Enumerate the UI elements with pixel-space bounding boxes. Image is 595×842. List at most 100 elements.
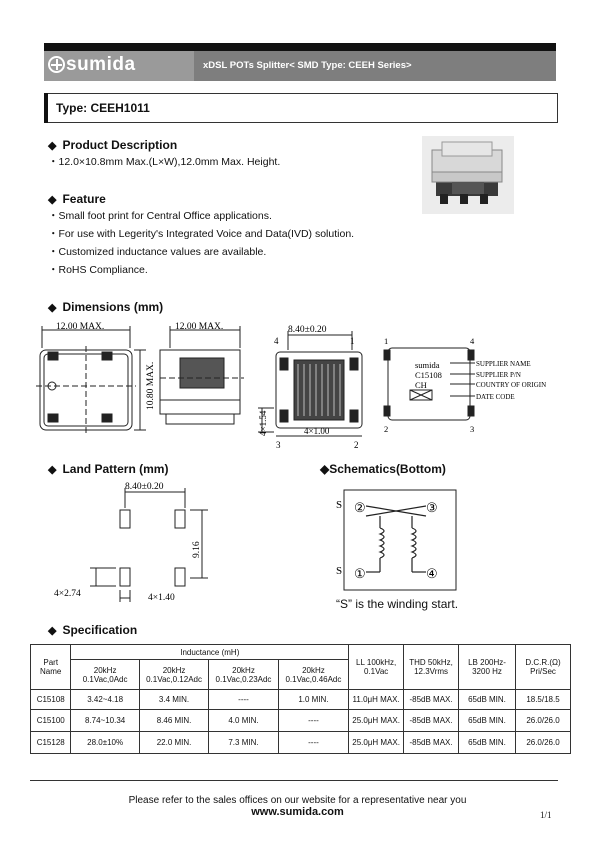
marking-origin: CH	[415, 380, 427, 390]
table-cell: 11.0μH MAX.	[348, 689, 405, 710]
footer-website-link[interactable]: www.sumida.com	[251, 806, 344, 818]
table-row: C15128 28.0±10% 22.0 MIN. 7.3 MIN. ---- …	[29, 731, 571, 754]
land-pad-w: 4×1.40	[148, 593, 175, 603]
list-item: ・For use with Legerity's Integrated Voic…	[48, 228, 355, 240]
table-cell: 65dB MIN.	[458, 731, 517, 754]
dimensions-drawing: 12.00 MAX. 10.80 MAX. 12.00 MAX.	[36, 322, 546, 450]
pin-label: 1	[350, 336, 355, 346]
pin-label: 4	[274, 336, 279, 346]
pin-label: 2	[354, 440, 359, 450]
type-box-accent	[44, 93, 48, 123]
marking-supplier: sumida	[415, 360, 440, 370]
table-cell: C15128	[29, 731, 72, 754]
table-cell: 26.0/26.0	[515, 709, 571, 732]
table-row: C15100 8.74~10.34 8.46 MIN. 4.0 MIN. ---…	[29, 709, 571, 732]
diamond-bullet-icon: ◆	[48, 625, 57, 637]
table-cell: ----	[277, 709, 350, 732]
top-view	[36, 326, 146, 436]
pin-label: 4	[470, 336, 475, 346]
footer-note: Please refer to the sales offices on our…	[128, 795, 467, 806]
schematic-note: “S” is the winding start.	[336, 597, 459, 611]
col-header-thd: THD 50kHz, 12.3Vrms	[403, 644, 460, 690]
s-label: S	[336, 565, 342, 577]
table-cell: 18.5/18.5	[515, 689, 571, 710]
table-cell: C15108	[29, 689, 72, 710]
table-cell: 7.3 MIN.	[208, 731, 279, 754]
product-photo	[422, 136, 514, 214]
section-title: Dimensions (mm)	[62, 300, 164, 314]
table-cell: 22.0 MIN.	[138, 731, 210, 754]
col-header-ll: LL 100kHz, 0.1Vac	[348, 644, 405, 690]
pin-label: 2	[384, 424, 388, 434]
section-title: Schematics(Bottom)	[329, 462, 446, 476]
section-title: Land Pattern (mm)	[62, 462, 169, 476]
brand-logo: sumida	[66, 54, 136, 75]
logo-background	[44, 51, 194, 81]
section-title: Product Description	[62, 138, 178, 152]
marking-pn: C15108	[415, 370, 442, 380]
table-cell: 25.0μH MAX.	[348, 731, 405, 754]
page-number: 1/1	[540, 810, 552, 820]
col-header-ind-0adc: 20kHz 0.1Vac,0Adc	[70, 659, 140, 690]
table-cell: 1.0 MIN.	[277, 689, 350, 710]
table-cell: 8.74~10.34	[70, 709, 140, 732]
dim-pad-pitch-v: 4×1.54	[258, 410, 268, 436]
table-cell: C15100	[29, 709, 72, 732]
table-cell: ----	[277, 731, 350, 754]
pin-2: ②	[354, 500, 366, 515]
marking-view	[383, 347, 475, 421]
side-view	[159, 326, 244, 425]
schematic-drawing: S S ② ③ ① ④	[336, 489, 457, 591]
table-cell: ----	[208, 689, 279, 710]
col-header-ind-046adc: 20kHz 0.1Vac,0.46Adc	[277, 659, 350, 690]
table-cell: 26.0/26.0	[515, 731, 571, 754]
pin-3: ③	[426, 500, 438, 515]
dim-pad-span: 8.40±0.20	[288, 325, 327, 335]
land-height: 9.16	[192, 541, 202, 558]
feature-list: ・Small foot print for Central Office app…	[48, 207, 354, 279]
label-supplier-name: SUPPLIER NAME	[476, 360, 531, 368]
label-country: COUNTRY OF ORIGIN	[476, 381, 546, 389]
land-pad-h: 4×2.74	[54, 589, 81, 599]
pin-label: 1	[384, 336, 388, 346]
product-description-line: ・12.0×10.8mm Max.(L×W),12.0mm Max. Heigh…	[48, 156, 281, 168]
diamond-bullet-icon: ◆	[48, 302, 57, 314]
dim-height: 10.80 MAX.	[146, 362, 156, 410]
type-label: Type: CEEH1011	[56, 101, 150, 115]
col-header-dcr: D.C.R.(Ω) Pri/Sec	[515, 644, 571, 690]
bottom-view	[258, 331, 363, 437]
pin-label: 3	[276, 440, 281, 450]
dim-pad-pitch-h: 4×1.00	[304, 426, 330, 436]
land-pattern-drawing: 8.40±0.20 9.16 4×2.74 4×1.40	[54, 482, 208, 603]
table-cell: 4.0 MIN.	[208, 709, 279, 732]
land-span: 8.40±0.20	[125, 482, 164, 492]
table-cell: 8.46 MIN.	[138, 709, 210, 732]
dim-top-width: 12.00 MAX.	[56, 322, 104, 332]
col-header-lb: LB 200Hz-3200 Hz	[458, 644, 517, 690]
section-title: Specification	[62, 623, 138, 637]
table-cell: -85dB MAX.	[403, 689, 460, 710]
table-cell: -85dB MAX.	[403, 731, 460, 754]
diamond-bullet-icon: ◆	[320, 462, 330, 476]
list-item: ・RoHS Compliance.	[48, 264, 148, 276]
col-header-part-name: Part Name	[29, 644, 72, 690]
pin-1: ①	[354, 566, 366, 581]
diamond-bullet-icon: ◆	[48, 464, 57, 476]
table-row: C15108 3.42~4.18 3.4 MIN. ---- 1.0 MIN. …	[29, 689, 571, 710]
specification-table: Part Name Inductance (mH) LL 100kHz, 0.1…	[29, 644, 571, 754]
diamond-bullet-icon: ◆	[48, 140, 57, 152]
header-top-bar	[44, 43, 556, 51]
product-description-heading: ◆ Product Description	[48, 138, 177, 152]
schematics-heading: ◆Schematics(Bottom)	[320, 462, 446, 476]
table-cell: 25.0μH MAX.	[348, 709, 405, 732]
col-header-inductance: Inductance (mH)	[70, 644, 350, 660]
label-supplier-pn: SUPPLIER P/N	[476, 371, 521, 379]
table-cell: 3.4 MIN.	[138, 689, 210, 710]
col-header-ind-023adc: 20kHz 0.1Vac,0.23Adc	[208, 659, 279, 690]
label-date-code: DATE CODE	[476, 393, 515, 401]
diamond-bullet-icon: ◆	[48, 194, 57, 206]
dimensions-heading: ◆ Dimensions (mm)	[48, 300, 163, 314]
footer-divider	[30, 780, 558, 781]
list-item: ・Customized inductance values are availa…	[48, 246, 267, 258]
feature-heading: ◆Feature	[48, 192, 106, 206]
